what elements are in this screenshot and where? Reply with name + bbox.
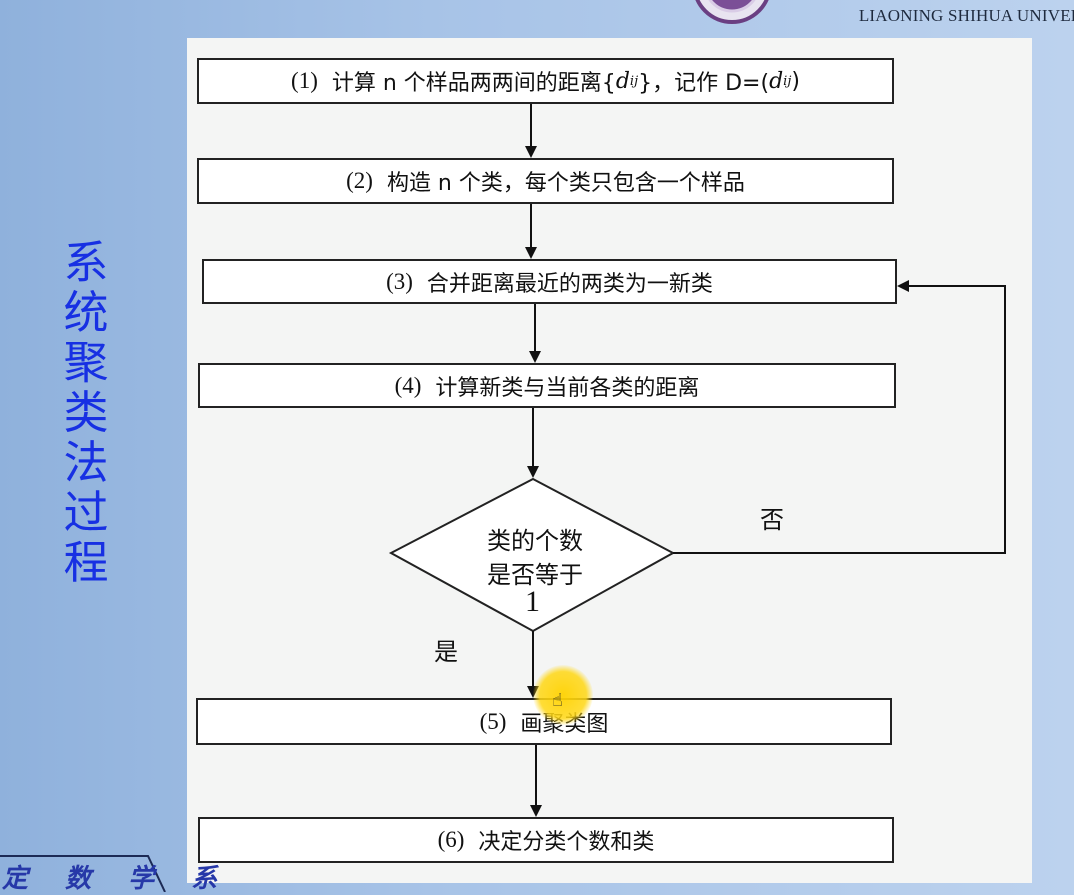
loop-back-arrow [673,280,1006,554]
university-name: LIAONING SHIHUA UNIVERS [858,6,1074,25]
step-3-merge-closest: (3) 合并距离最近的两类为一新类 [202,259,897,304]
math-d: d [615,68,630,94]
department-name: 定 数 学 系 [2,864,232,894]
step-text: 计算 n 个样品两两间的距离{ [331,71,616,96]
step-text: 合并距离最近的两类为一新类 [426,271,713,297]
footer-tab [0,855,166,892]
step-text: 决定分类个数和类 [478,830,655,855]
slide-title: 系统聚类法过程 [63,236,109,589]
no-label: 否 [760,506,784,534]
step-number: (2) [346,168,373,193]
math-subscript: ij [629,73,639,89]
step-number: (3) [386,268,413,294]
step-text: 计算新类与当前各类的距离 [435,375,700,401]
step-text: 构造 n 个类，每个类只包含一个样品 [386,171,745,196]
hand-cursor-icon: ☝ [552,690,563,711]
math-subscript: ij [783,73,792,89]
step-number: (1) [291,68,318,93]
decision-value: 1 [525,585,540,618]
step-number: (6) [437,827,465,852]
step-number: (4) [394,372,422,398]
university-logo-icon [695,0,769,24]
math-d: d [769,68,784,94]
decision-line-2: 是否等于 [487,561,583,589]
cursor-highlight [533,665,593,725]
step-2-construct-classes: (2) 构造 n 个类，每个类只包含一个样品 [197,158,894,204]
step-4-compute-new-distances: (4) 计算新类与当前各类的距离 [198,363,896,408]
step-text-end: ) [791,68,800,94]
decision-question: 类的个数 是否等于 [455,524,615,592]
decision-line-1: 类的个数 [487,527,583,555]
step-number: (5) [479,708,507,734]
step-text-mid: }，记作 D=( [638,71,770,96]
step-6-decide-clusters: (6) 决定分类个数和类 [198,817,894,863]
yes-label: 是 [434,638,458,666]
